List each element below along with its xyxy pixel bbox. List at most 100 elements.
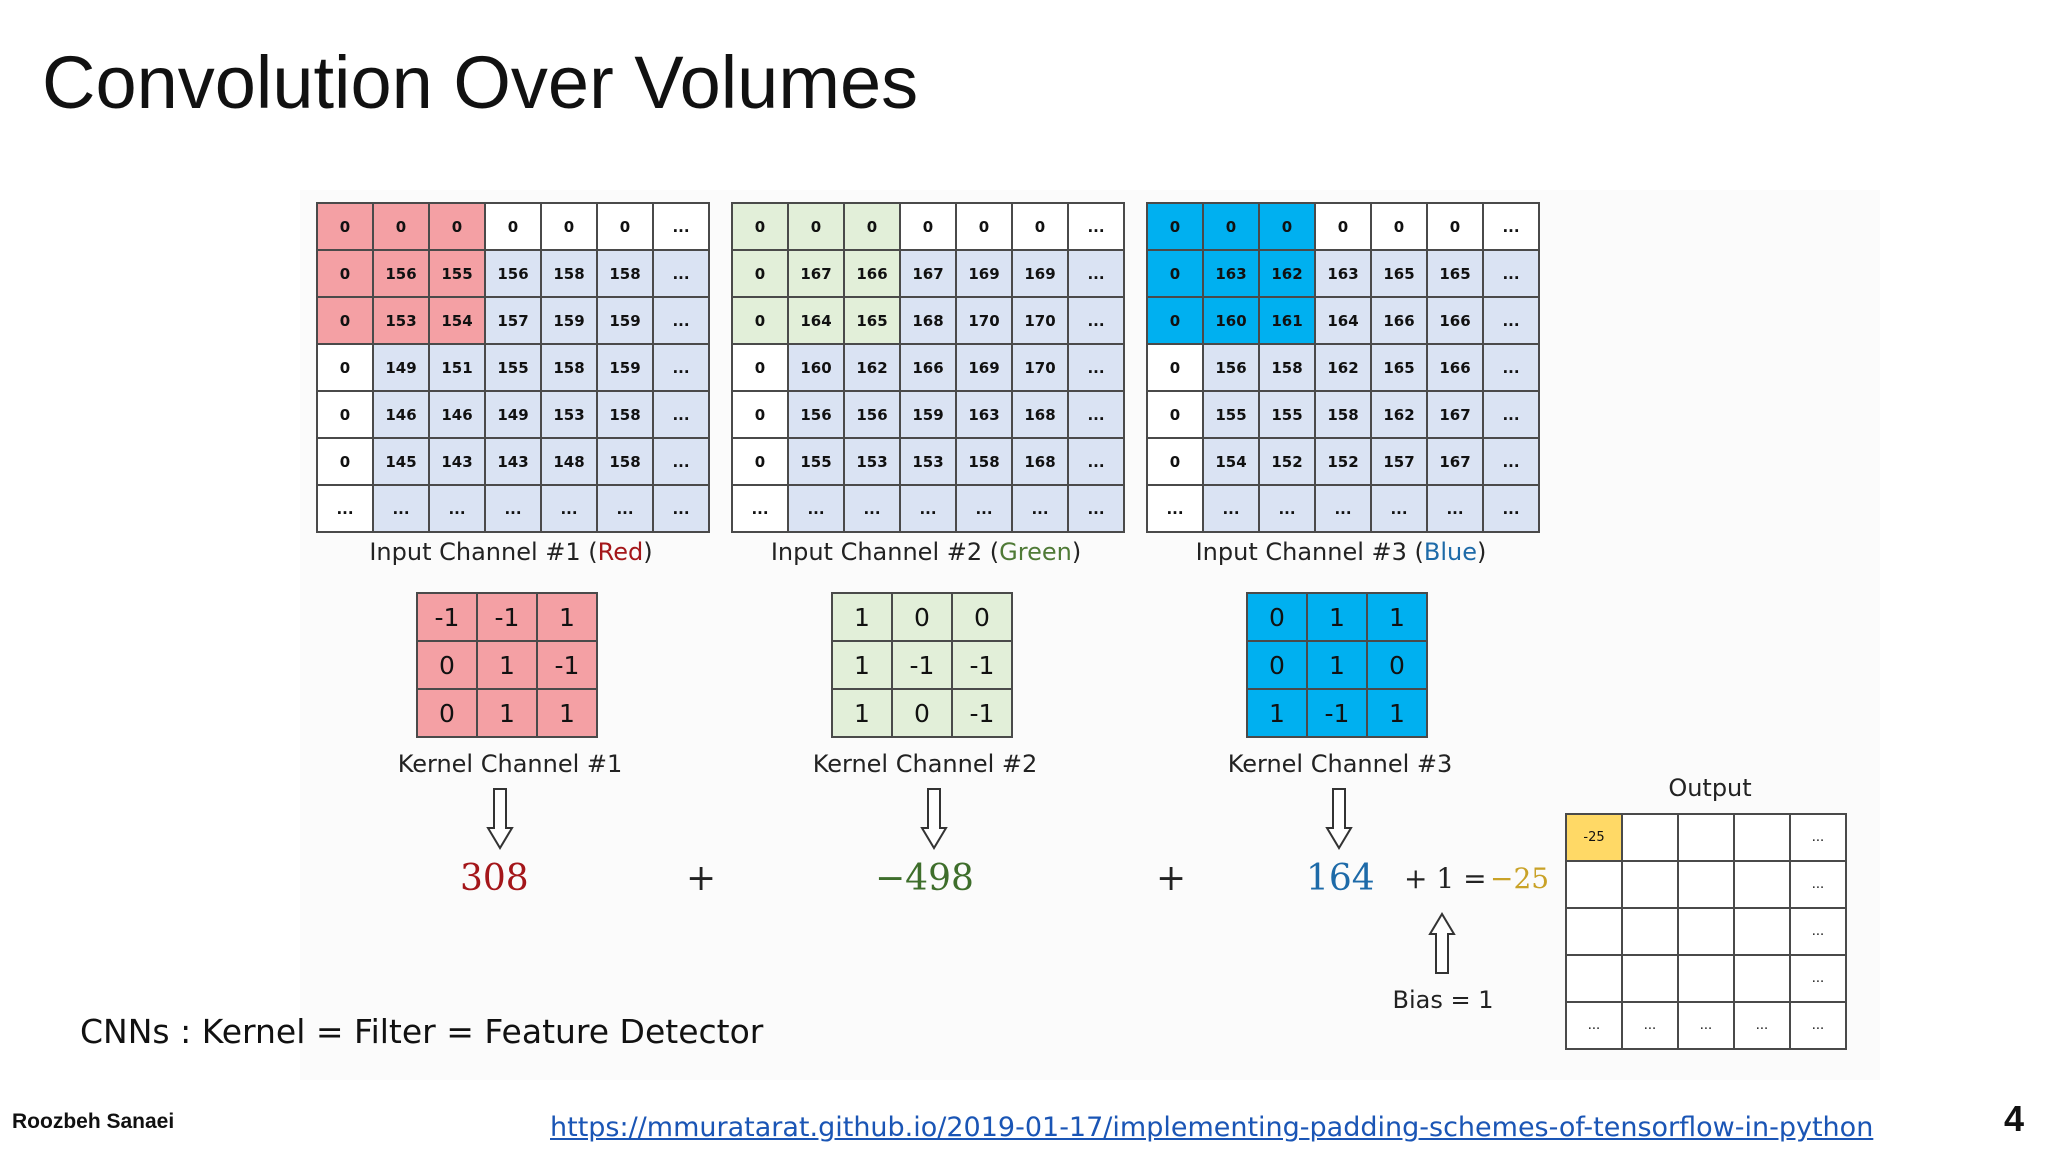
grid-cell: 162 [843,343,901,392]
grid-cell: ... [652,296,710,345]
grid-cell: ... [1067,484,1125,533]
grid-cell: -1 [1306,688,1368,738]
grid-cell: 158 [540,249,598,298]
grid-cell: -1 [951,640,1013,690]
grid-cell [1733,813,1791,862]
grid-cell: ... [1067,249,1125,298]
plus-sign: + [1156,858,1187,899]
grid-cell: 164 [1314,296,1372,345]
grid-cell: 159 [540,296,598,345]
grid-cell: ... [1314,484,1372,533]
grid-cell: 1 [1306,592,1368,642]
grid-cell: 158 [596,249,654,298]
grid-cell: 159 [899,390,957,439]
grid-cell [1565,860,1623,909]
grid-cell: 1 [476,640,538,690]
caption-color-word-green: Green [999,538,1072,566]
grid-cell: ... [1067,390,1125,439]
grid-cell: -25 [1565,813,1623,862]
grid-cell: 0 [899,202,957,251]
input-channel-2-caption: Input Channel #2 (Green) [731,538,1121,566]
grid-cell: 0 [316,249,374,298]
grid-cell: 158 [596,390,654,439]
grid-cell: -1 [476,592,538,642]
grid-cell: 0 [1246,592,1308,642]
source-link[interactable]: https://mmuratarat.github.io/2019-01-17/… [550,1112,1874,1143]
grid-cell: -1 [891,640,953,690]
grid-cell: 160 [1202,296,1260,345]
grid-cell: ... [540,484,598,533]
grid-cell: 0 [1146,437,1204,486]
grid-cell: 155 [1202,390,1260,439]
grid-cell: ... [1426,484,1484,533]
grid-cell: 0 [316,390,374,439]
grid-cell: 169 [1011,249,1069,298]
grid-cell: 166 [1370,296,1428,345]
grid-cell: 1 [536,688,598,738]
grid-cell: 156 [787,390,845,439]
grid-cell: ... [1202,484,1260,533]
caption-prefix: Input Channel #3 ( [1195,538,1424,566]
footnote: CNNs : Kernel = Filter = Feature Detecto… [80,1012,764,1051]
grid-cell: 146 [372,390,430,439]
grid-cell: 0 [416,640,478,690]
grid-cell: 158 [1258,343,1316,392]
grid-cell: ... [1789,954,1847,1003]
grid-cell: 156 [372,249,430,298]
down-arrow-icon [920,788,948,850]
grid-cell: 1 [1366,688,1428,738]
output-value: −25 [1490,862,1550,895]
grid-cell: 160 [787,343,845,392]
grid-cell: 1 [831,640,893,690]
grid-cell: ... [1482,343,1540,392]
grid-cell: 153 [899,437,957,486]
grid-cell [1677,813,1735,862]
grid-cell: 163 [1202,249,1260,298]
grid-cell: 0 [731,437,789,486]
caption-color-word-blue: Blue [1423,538,1478,566]
grid-cell: ... [1482,390,1540,439]
grid-cell: 152 [1258,437,1316,486]
grid-cell: ... [787,484,845,533]
grid-cell: ... [1067,343,1125,392]
grid-cell: 0 [843,202,901,251]
grid-cell: 0 [891,688,953,738]
grid-cell: ... [1067,437,1125,486]
caption-suffix: ) [1477,538,1487,566]
grid-cell: 0 [540,202,598,251]
grid-cell: 167 [787,249,845,298]
grid-cell: 143 [428,437,486,486]
grid-cell: ... [1482,484,1540,533]
bias-label: Bias = 1 [1392,986,1494,1014]
grid-cell: 1 [1306,640,1368,690]
kernel-channel-2-caption: Kernel Channel #2 [812,750,1038,778]
grid-cell: 0 [1370,202,1428,251]
grid-row: 1-1-1 [831,640,1013,690]
grid-cell: ... [1482,437,1540,486]
grid-cell: 0 [484,202,542,251]
grid-cell: ... [652,437,710,486]
channel-1-result: 308 [460,858,529,899]
grid-cell: 0 [731,390,789,439]
grid-cell: 0 [428,202,486,251]
grid-cell [1565,907,1623,956]
grid-cell: ... [843,484,901,533]
grid-cell: 1 [1246,688,1308,738]
bias-term: + 1 = [1404,862,1487,895]
grid-cell: 0 [1146,202,1204,251]
grid-cell: 1 [1366,592,1428,642]
grid-cell: 0 [316,343,374,392]
grid-cell: 169 [955,249,1013,298]
grid-cell [1565,954,1623,1003]
grid-cell: ... [372,484,430,533]
